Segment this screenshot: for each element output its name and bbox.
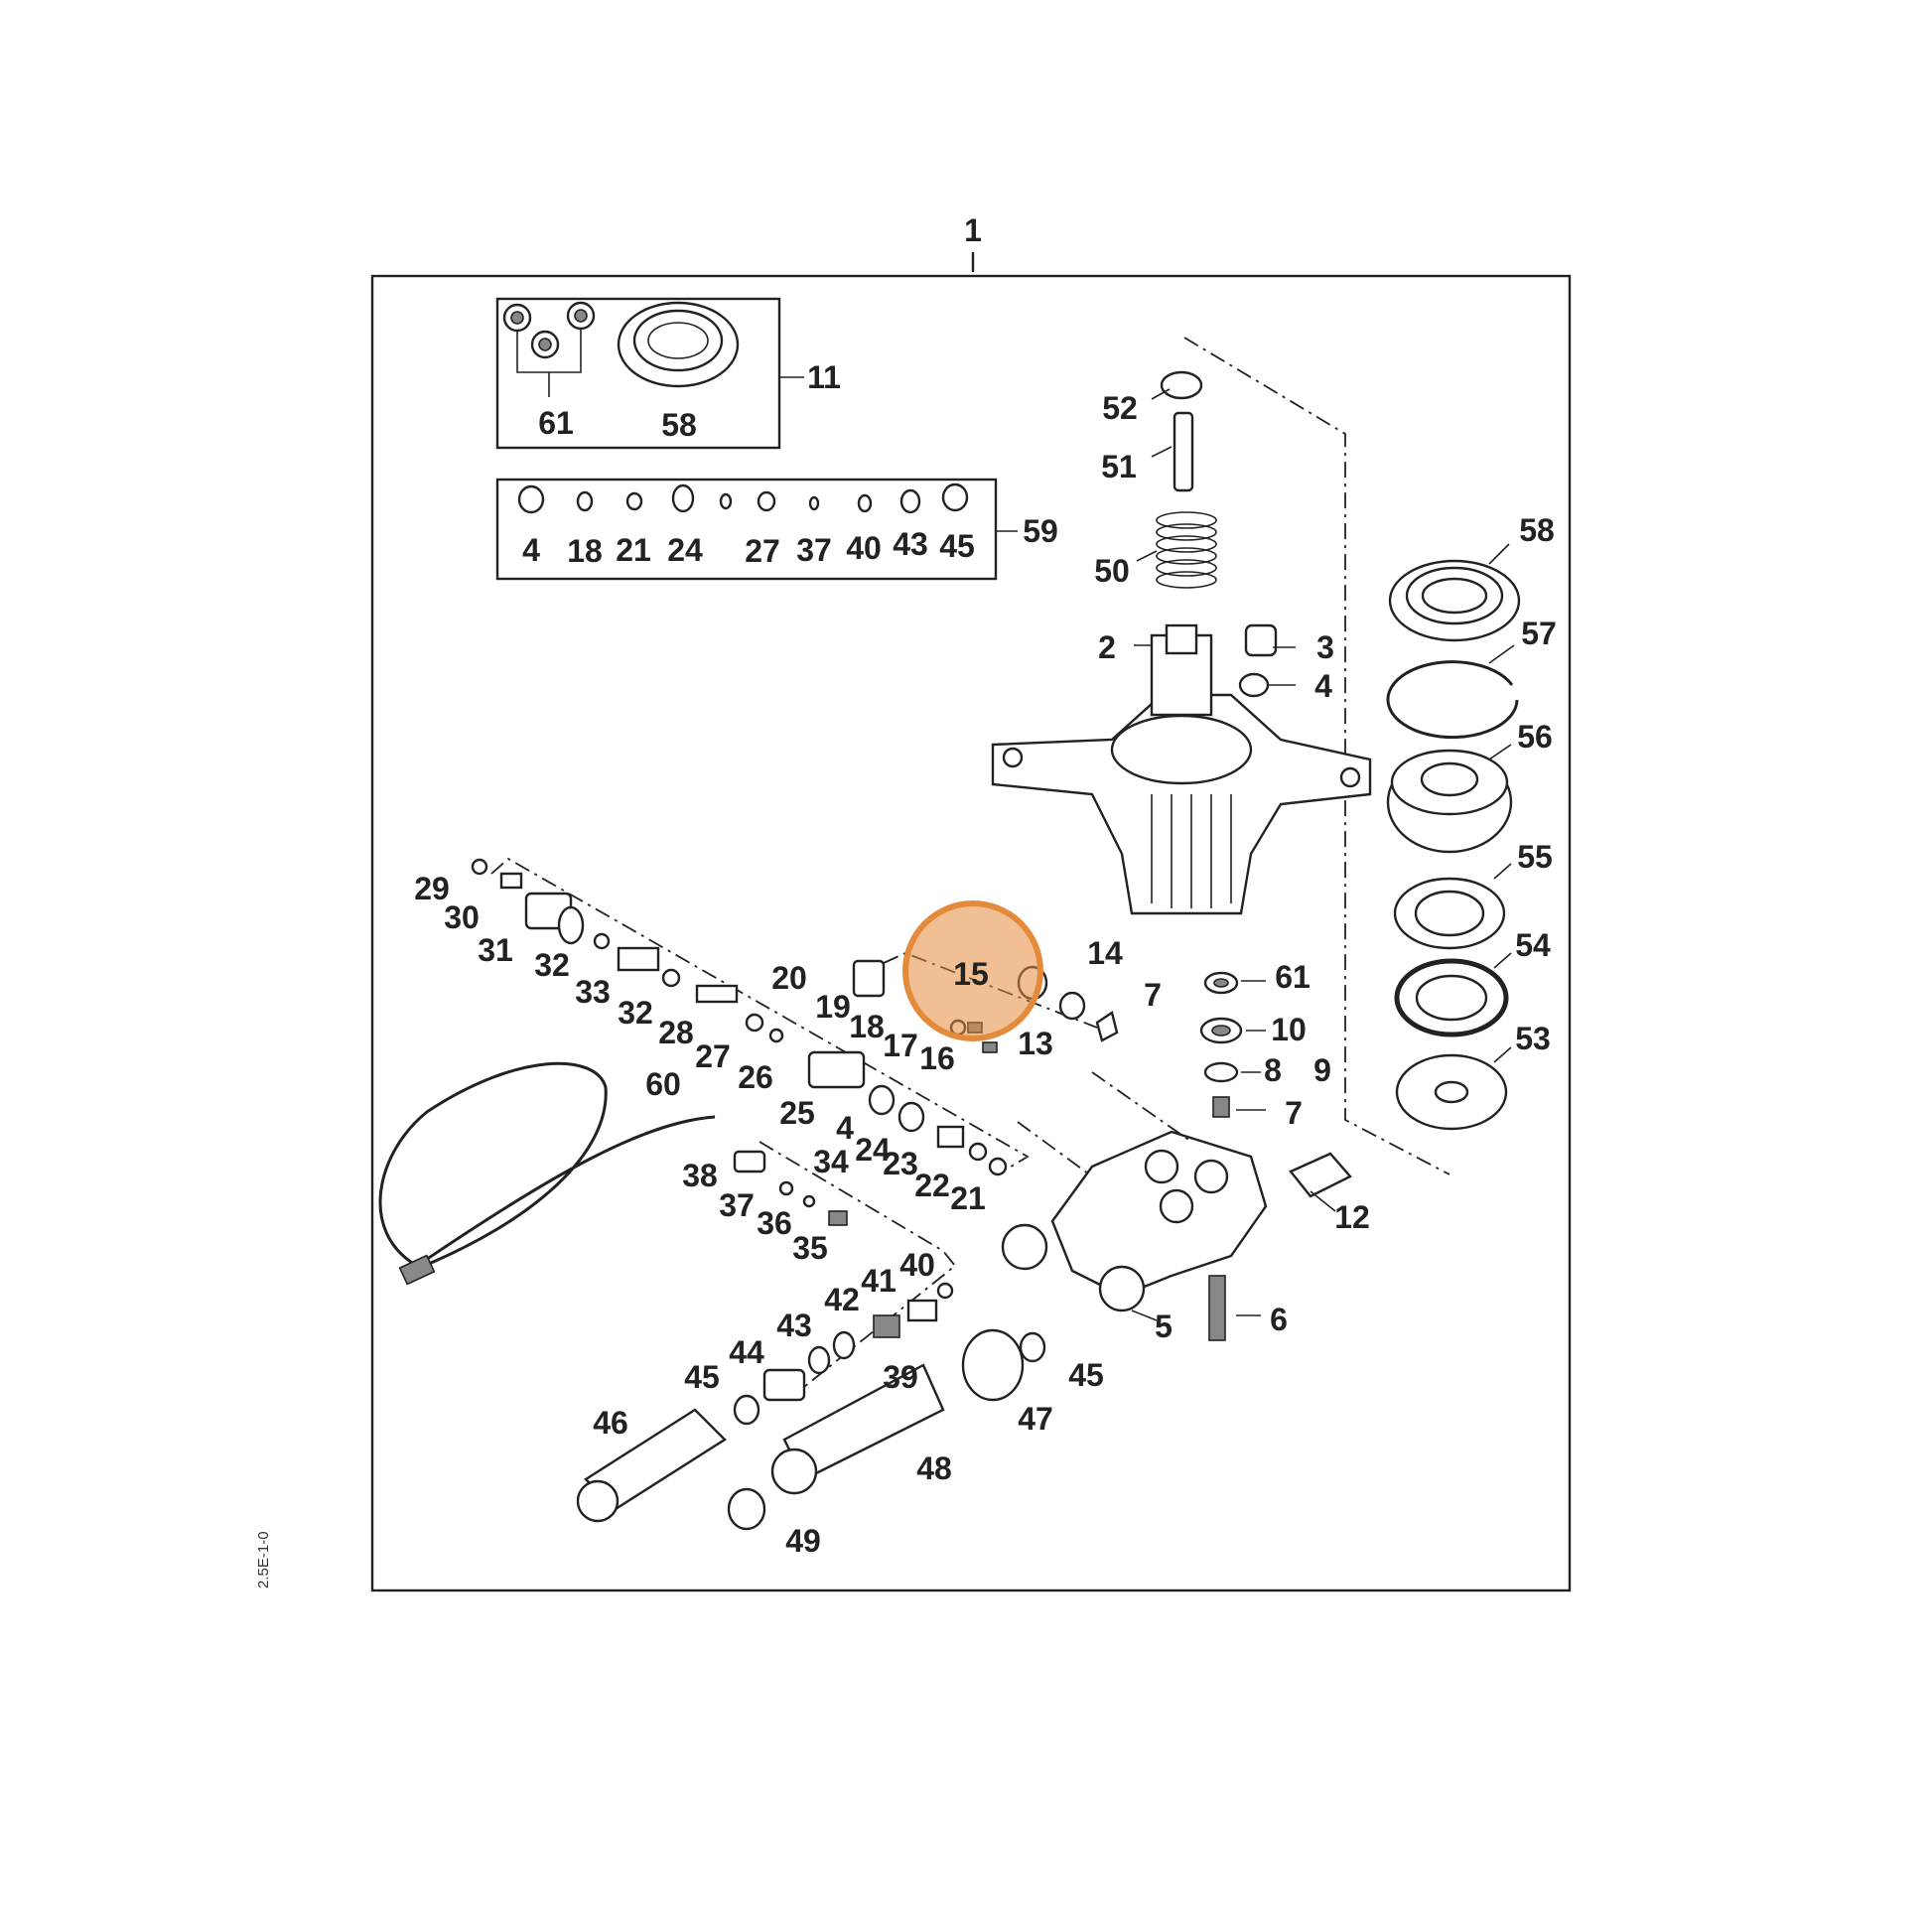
label-6: 6: [1270, 1302, 1288, 1337]
label-55: 55: [1517, 839, 1553, 875]
label-20: 20: [771, 960, 807, 996]
label-38: 38: [682, 1158, 718, 1193]
kit-label-40: 40: [846, 530, 882, 566]
label-11: 11: [807, 359, 841, 395]
label-56: 56: [1517, 719, 1553, 755]
label-23: 23: [883, 1146, 918, 1181]
label-42: 42: [824, 1282, 860, 1317]
label-25: 25: [779, 1095, 815, 1131]
label-3: 3: [1316, 629, 1334, 665]
label-59: 59: [1023, 513, 1058, 549]
kit-label-37: 37: [796, 532, 832, 568]
leader-lines: [1131, 388, 1515, 1321]
piston-group: [1156, 370, 1217, 589]
label-29: 29: [414, 871, 450, 906]
label-32-lower: 32: [618, 995, 653, 1031]
label-2: 2: [1098, 629, 1116, 665]
kit-59-box: [495, 478, 1018, 581]
label-7-upper: 7: [1144, 977, 1162, 1013]
label-4-row: 4: [836, 1110, 854, 1146]
label-52: 52: [1102, 390, 1138, 426]
label-17: 17: [883, 1028, 918, 1063]
hose: [378, 1061, 716, 1286]
label-51: 51: [1101, 449, 1137, 484]
kit-label-21: 21: [616, 532, 651, 568]
label-13: 13: [1018, 1026, 1053, 1061]
label-45-left: 45: [684, 1359, 720, 1395]
label-40: 40: [899, 1247, 935, 1283]
label-58: 58: [661, 407, 697, 443]
label-33: 33: [575, 974, 611, 1010]
label-44: 44: [729, 1334, 764, 1370]
label-18: 18: [849, 1009, 885, 1044]
label-50: 50: [1094, 553, 1130, 589]
side-code: 2.5E-1-0: [255, 1531, 272, 1588]
label-43: 43: [776, 1308, 812, 1343]
bearing-stack: [1386, 559, 1521, 1131]
label-31: 31: [478, 932, 513, 968]
label-41: 41: [861, 1263, 897, 1299]
label-39: 39: [883, 1359, 918, 1395]
manifold: [1001, 1071, 1352, 1341]
label-7-lower: 7: [1285, 1095, 1303, 1131]
assembly-number: 1: [964, 212, 982, 248]
highlight-circle: [902, 900, 1043, 1041]
kit-label-4: 4: [522, 532, 540, 568]
label-32-upper: 32: [534, 947, 570, 983]
label-48: 48: [916, 1450, 952, 1486]
label-54: 54: [1515, 927, 1551, 963]
label-19: 19: [815, 989, 851, 1025]
valve-parts-right: [1095, 971, 1243, 1118]
label-22: 22: [914, 1168, 950, 1203]
label-46: 46: [593, 1405, 628, 1441]
label-9: 9: [1313, 1052, 1331, 1088]
label-16: 16: [919, 1040, 955, 1076]
left-fitting-row: [471, 857, 1030, 1176]
label-34: 34: [813, 1144, 849, 1179]
label-37: 37: [719, 1187, 755, 1223]
label-61-right: 61: [1275, 959, 1311, 995]
label-47: 47: [1018, 1401, 1053, 1437]
label-49: 49: [785, 1523, 821, 1559]
label-4-housing: 4: [1314, 668, 1332, 704]
label-28: 28: [658, 1015, 694, 1050]
label-21: 21: [950, 1180, 986, 1216]
kit-label-45: 45: [939, 528, 975, 564]
label-8: 8: [1264, 1052, 1282, 1088]
label-10: 10: [1271, 1012, 1307, 1047]
label-5: 5: [1155, 1309, 1173, 1344]
lower-parts: [576, 1141, 1046, 1531]
callout-labels: 61 58 11 4 18 21 24 27 37 40 43 45 59 52…: [414, 359, 1557, 1559]
label-35: 35: [792, 1230, 828, 1266]
label-30: 30: [444, 899, 480, 935]
label-27: 27: [695, 1038, 731, 1074]
label-45-right: 45: [1068, 1357, 1104, 1393]
label-14: 14: [1087, 935, 1123, 971]
label-36: 36: [757, 1205, 792, 1241]
kit-label-24: 24: [667, 532, 703, 568]
label-53: 53: [1515, 1021, 1551, 1056]
label-26: 26: [738, 1059, 773, 1095]
label-57: 57: [1521, 616, 1557, 651]
label-58-right: 58: [1519, 512, 1555, 548]
pump-housing: [991, 623, 1372, 915]
kit-label-43: 43: [893, 526, 928, 562]
label-60: 60: [645, 1066, 681, 1102]
label-24: 24: [855, 1132, 891, 1168]
kit-label-27: 27: [745, 533, 780, 569]
label-12: 12: [1334, 1199, 1370, 1235]
kit-11-box: [495, 297, 804, 450]
kit-label-18: 18: [567, 533, 603, 569]
label-61: 61: [538, 405, 574, 441]
label-15-highlighted: 15: [953, 956, 989, 992]
assembly-frame: 1: [370, 212, 1572, 1592]
